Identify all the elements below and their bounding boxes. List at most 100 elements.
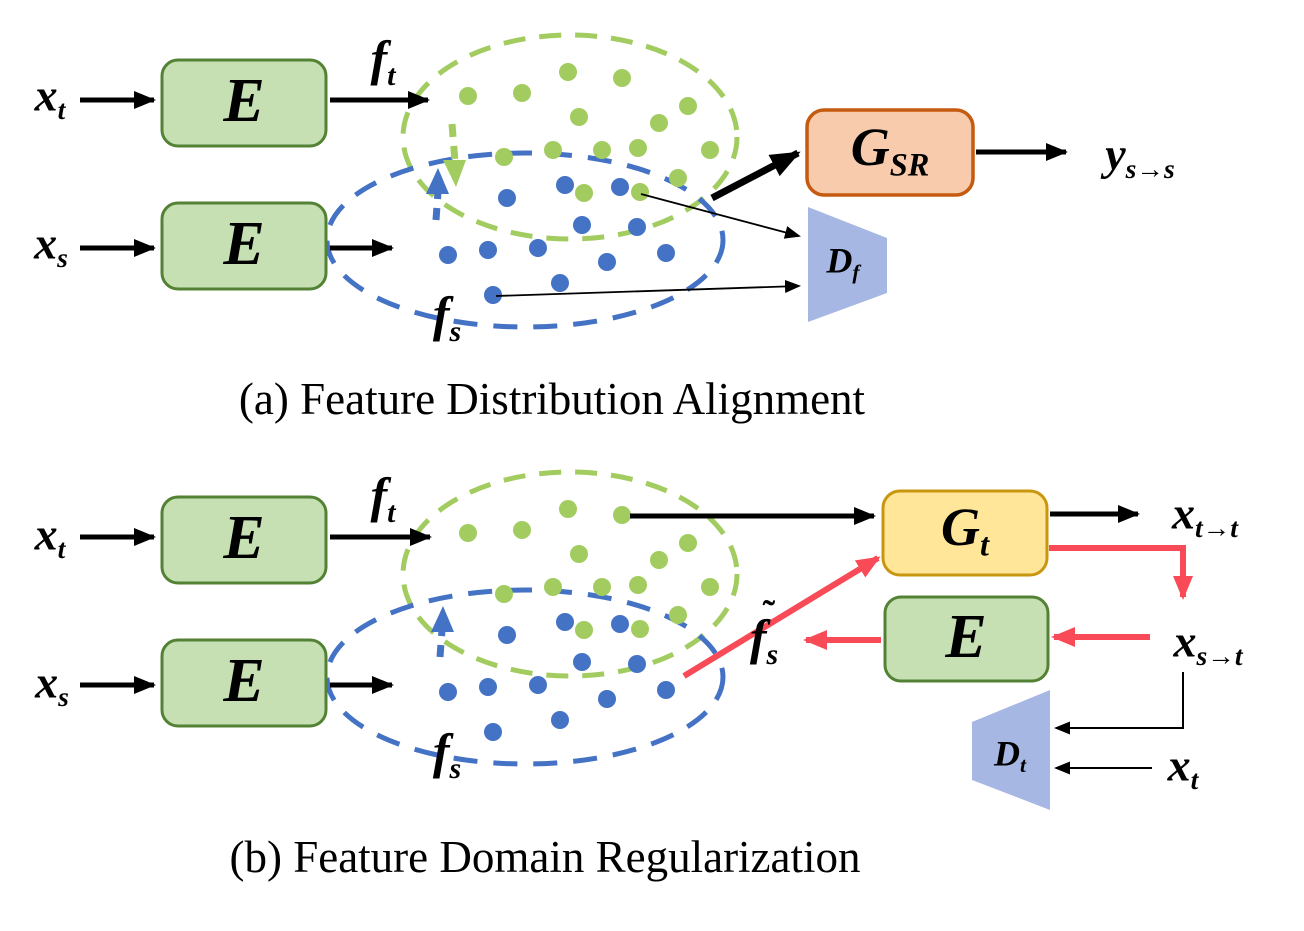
- feature-dot: [593, 141, 611, 159]
- label-output-xtt: xt→t: [1172, 487, 1238, 544]
- feature-dot: [575, 621, 593, 639]
- feature-dot: [575, 184, 593, 202]
- label-xt-input-b: xt: [1167, 739, 1199, 796]
- feature-dot: [701, 578, 719, 596]
- feature-dot: [598, 690, 616, 708]
- encoder-box-b-top: [160, 495, 328, 585]
- label-fs-a: fs: [432, 286, 462, 348]
- caption-panel-b: (b) Feature Domain Regularization: [229, 832, 861, 882]
- feature-dot: [631, 620, 649, 638]
- feature-dot: [495, 585, 513, 603]
- thin-elbow-xst-to-dt: [1054, 672, 1184, 735]
- label-generator-t: Gt: [941, 497, 989, 564]
- label-encoder-b-right: E: [945, 603, 987, 671]
- label-xs-a: xs: [34, 217, 68, 274]
- label-discriminator-dt: Dt: [994, 733, 1026, 778]
- feature-dot: [631, 183, 649, 201]
- label-fs-tilde: ˜fs: [749, 594, 779, 671]
- caption-panel-a: (a) Feature Distribution Alignment: [238, 374, 866, 424]
- feature-discriminator-trapezoid: [808, 207, 887, 322]
- label-xt-a: xt: [34, 69, 66, 126]
- feature-dot: [529, 239, 547, 257]
- label-output-yss: ys→s: [1105, 128, 1175, 185]
- feature-dot: [613, 69, 631, 87]
- feature-dot: [669, 169, 687, 187]
- feature-dot: [650, 551, 668, 569]
- feature-dot: [551, 711, 569, 729]
- feature-dot: [701, 141, 719, 159]
- label-encoder-a-bottom: E: [223, 210, 265, 278]
- feature-dot: [439, 683, 457, 701]
- label-encoder-b-top: E: [223, 504, 265, 572]
- feature-dot: [544, 141, 562, 159]
- feature-dot: [498, 189, 516, 207]
- encoder-box-b-right: [883, 595, 1050, 683]
- label-xt-b: xt: [34, 508, 66, 565]
- label-encoder-b-bottom: E: [223, 647, 265, 715]
- feature-dot: [544, 578, 562, 596]
- feature-dot: [611, 178, 629, 196]
- feature-dot: [650, 114, 668, 132]
- feature-dot: [593, 578, 611, 596]
- feature-dot: [495, 148, 513, 166]
- generator-t-box: [881, 489, 1049, 577]
- feature-dot: [484, 723, 502, 741]
- feature-dot: [628, 655, 646, 673]
- red-arrow-fs-tilde-to-generator-t: [682, 555, 881, 679]
- label-generator-sr: GSR: [850, 117, 930, 184]
- feature-dot: [679, 97, 697, 115]
- feature-dot: [629, 576, 647, 594]
- feature-dot: [513, 521, 531, 539]
- source-feature-ellipse-b: [324, 587, 726, 767]
- green-align-arrowhead: [443, 160, 466, 187]
- thin-arrow-blue-dot-to-df: [495, 279, 801, 297]
- feature-dot: [657, 681, 675, 699]
- label-encoder-a-top: E: [223, 67, 265, 135]
- label-xs-b: xs: [35, 656, 69, 713]
- arrow-features-to-generator-sr: [710, 149, 801, 202]
- thin-arrow-green-dot-to-df: [640, 193, 801, 239]
- blue-dots-panel-b: [439, 613, 675, 741]
- target-discriminator-trapezoid: [972, 690, 1050, 810]
- feature-dot: [439, 246, 457, 264]
- feature-dot: [479, 678, 497, 696]
- label-fs-b: fs: [432, 723, 462, 785]
- blue-dots-panel-a: [439, 176, 675, 304]
- feature-dot: [573, 216, 591, 234]
- feature-dot: [573, 653, 591, 671]
- feature-dot: [498, 626, 516, 644]
- blue-align-arrow-shaft: [432, 191, 442, 221]
- encoder-box-a-top: [160, 58, 328, 148]
- feature-dot: [657, 244, 675, 262]
- generator-sr-box: [805, 108, 975, 197]
- feature-dot: [559, 63, 577, 81]
- label-ft-a: ft: [370, 30, 396, 92]
- green-align-arrow-shaft: [448, 123, 459, 163]
- feature-dot: [570, 108, 588, 126]
- label-discriminator-df: Df: [826, 240, 860, 285]
- green-dots-panel-b: [459, 500, 719, 639]
- feature-dot: [679, 534, 697, 552]
- feature-dot: [556, 613, 574, 631]
- feature-dot: [556, 176, 574, 194]
- label-translated-xst: xs→t: [1173, 615, 1243, 672]
- feature-dot: [479, 241, 497, 259]
- feature-dot: [559, 500, 577, 518]
- feature-dot: [529, 676, 547, 694]
- feature-dot: [551, 274, 569, 292]
- feature-dot: [598, 253, 616, 271]
- target-feature-ellipse-b: [400, 469, 740, 679]
- encoder-box-a-bottom: [160, 201, 328, 291]
- feature-dot: [629, 139, 647, 157]
- feature-dot: [513, 84, 531, 102]
- target-feature-ellipse-a: [400, 32, 740, 242]
- feature-dot: [613, 506, 631, 524]
- encoder-box-b-bottom: [160, 638, 328, 728]
- label-ft-b: ft: [370, 467, 396, 529]
- green-dots-panel-a: [459, 63, 719, 202]
- red-elbow-generator-t-to-xst: [1049, 545, 1193, 600]
- blue-align-arrowhead-b: [431, 606, 454, 632]
- feature-dot: [484, 286, 502, 304]
